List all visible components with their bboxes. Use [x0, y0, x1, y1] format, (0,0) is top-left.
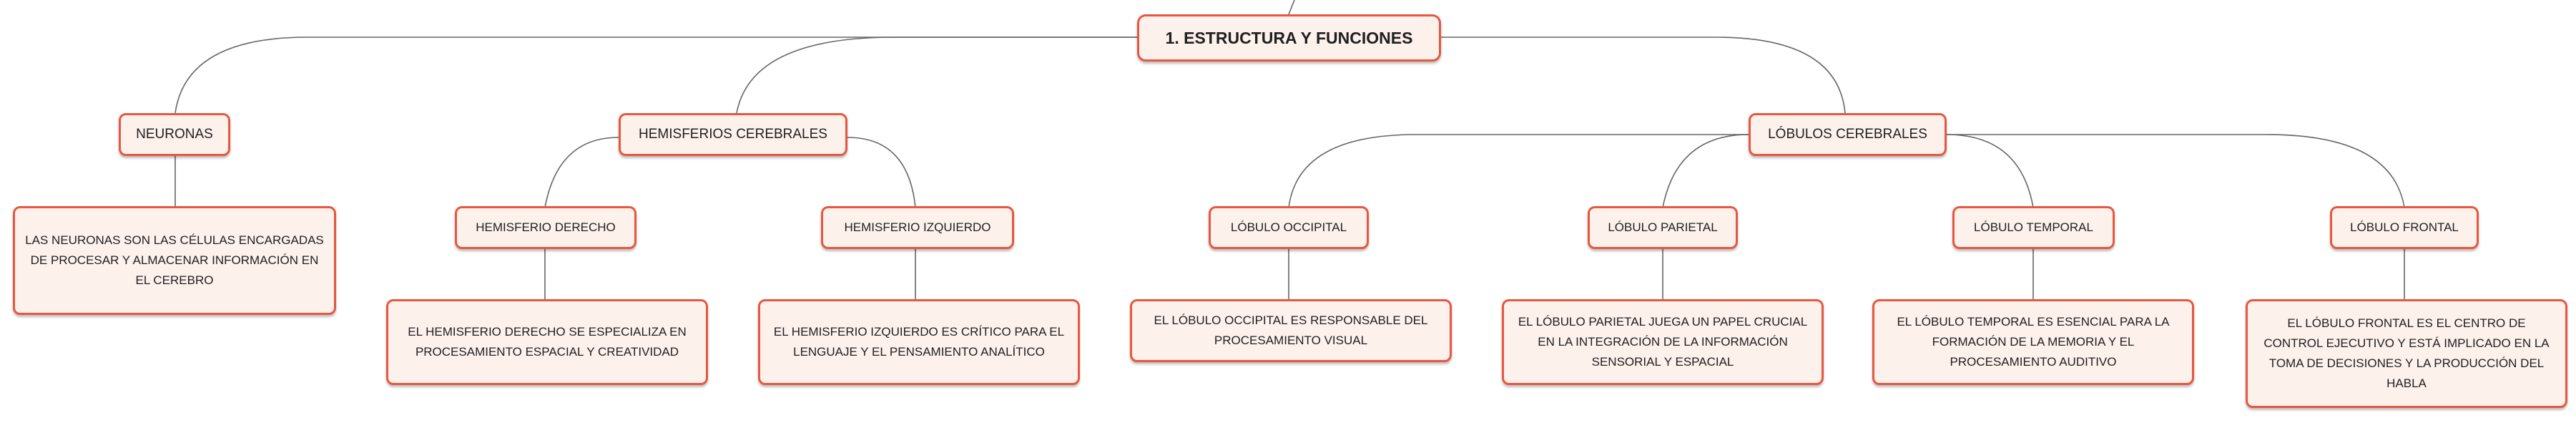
subtopic-label-parietal: LÓBULO PARIETAL — [1608, 220, 1718, 234]
topic-node-neuronas[interactable]: NEURONAS — [119, 113, 230, 156]
topic-node-hemisferios[interactable]: HEMISFERIOS CEREBRALES — [619, 113, 847, 156]
detail-node-occipital[interactable]: EL LÓBULO OCCIPITAL ES RESPONSABLE DEL P… — [1130, 299, 1452, 362]
connector-line — [1662, 134, 1749, 208]
subtopic-node-derecho[interactable]: HEMISFERIO DERECHO — [455, 206, 636, 249]
connector-line — [847, 137, 916, 208]
detail-text-neuronas: LAS NEURONAS SON LAS CÉLULAS ENCARGADAS … — [25, 233, 324, 287]
detail-text-frontal: EL LÓBULO FRONTAL ES EL CENTRO DE CONTRO… — [2263, 316, 2550, 390]
subtopic-label-izquierdo: HEMISFERIO IZQUIERDO — [844, 220, 991, 234]
topic-node-lobulos[interactable]: LÓBULOS CEREBRALES — [1749, 113, 1947, 156]
detail-text-izquierdo: EL HEMISFERIO IZQUIERDO ES CRÍTICO PARA … — [773, 325, 1065, 359]
connector-line — [1441, 37, 1846, 114]
subtopic-label-occipital: LÓBULO OCCIPITAL — [1230, 220, 1347, 234]
root-node[interactable]: 1. ESTRUCTURA Y FUNCIONES — [1137, 14, 1441, 62]
detail-text-temporal: EL LÓBULO TEMPORAL ES ESENCIAL PARA LA F… — [1897, 315, 2170, 369]
connector-line — [1946, 134, 2034, 208]
detail-node-neuronas[interactable]: LAS NEURONAS SON LAS CÉLULAS ENCARGADAS … — [13, 206, 336, 315]
subtopic-node-izquierdo[interactable]: HEMISFERIO IZQUIERDO — [821, 206, 1014, 249]
subtopic-node-parietal[interactable]: LÓBULO PARIETAL — [1588, 206, 1738, 249]
detail-text-occipital: EL LÓBULO OCCIPITAL ES RESPONSABLE DEL P… — [1154, 313, 1428, 347]
root-label: 1. ESTRUCTURA Y FUNCIONES — [1165, 28, 1413, 47]
connector-line — [736, 37, 1137, 114]
subtopic-node-frontal[interactable]: LÓBULO FRONTAL — [2330, 206, 2479, 249]
connector-line — [544, 137, 619, 208]
detail-node-derecho[interactable]: EL HEMISFERIO DERECHO SE ESPECIALIZA EN … — [386, 299, 708, 385]
detail-text-derecho: EL HEMISFERIO DERECHO SE ESPECIALIZA EN … — [408, 325, 687, 359]
subtopic-label-frontal: LÓBULO FRONTAL — [2350, 220, 2459, 234]
connector-line — [1288, 134, 1749, 208]
connector-line — [174, 37, 1137, 114]
subtopic-label-derecho: HEMISFERIO DERECHO — [476, 220, 616, 234]
detail-text-parietal: EL LÓBULO PARIETAL JUEGA UN PAPEL CRUCIA… — [1518, 315, 1808, 369]
topic-label-neuronas: NEURONAS — [136, 127, 213, 142]
topic-label-hemisferios: HEMISFERIOS CEREBRALES — [639, 127, 827, 142]
detail-node-temporal[interactable]: EL LÓBULO TEMPORAL ES ESENCIAL PARA LA F… — [1872, 299, 2194, 385]
topic-label-lobulos: LÓBULOS CEREBRALES — [1768, 127, 1927, 142]
subtopic-label-temporal: LÓBULO TEMPORAL — [1974, 220, 2093, 234]
detail-node-frontal[interactable]: EL LÓBULO FRONTAL ES EL CENTRO DE CONTRO… — [2246, 299, 2567, 408]
subtopic-node-temporal[interactable]: LÓBULO TEMPORAL — [1952, 206, 2115, 249]
connector-line — [1947, 134, 2405, 208]
subtopic-node-occipital[interactable]: LÓBULO OCCIPITAL — [1209, 206, 1369, 249]
detail-node-parietal[interactable]: EL LÓBULO PARIETAL JUEGA UN PAPEL CRUCIA… — [1502, 299, 1824, 385]
detail-node-izquierdo[interactable]: EL HEMISFERIO IZQUIERDO ES CRÍTICO PARA … — [758, 299, 1080, 385]
connector-line — [1288, 0, 1295, 15]
